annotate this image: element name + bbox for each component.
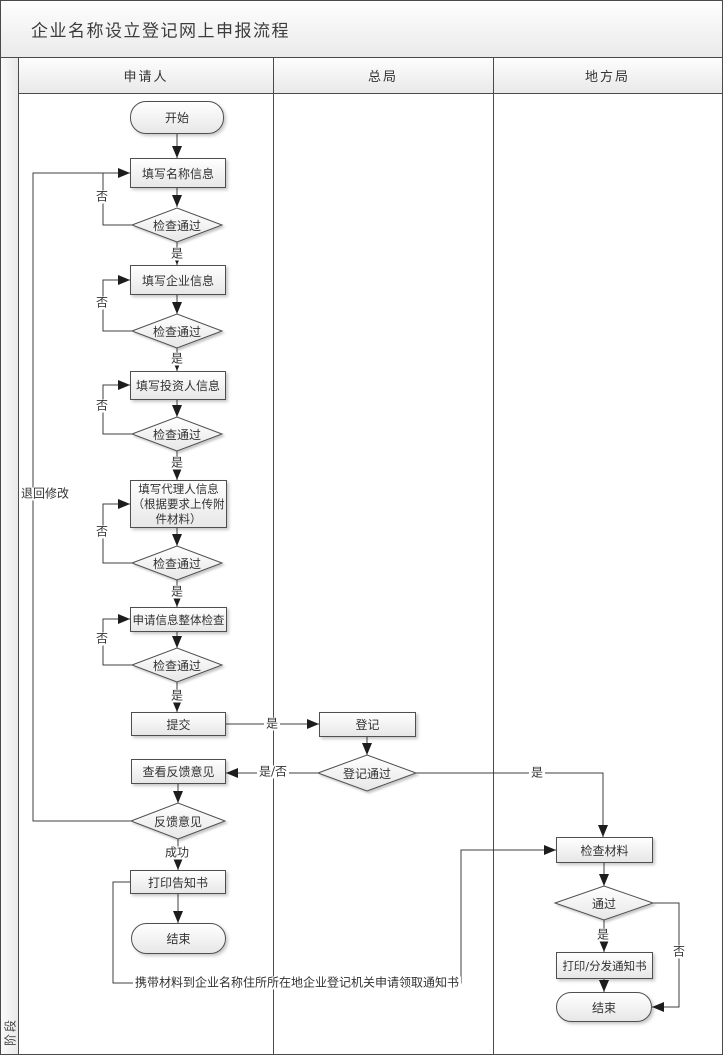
edge-no-loop-1 — [102, 173, 132, 226]
edge-label-no-4: 否 — [93, 524, 111, 539]
decision-check-agent-label: 检查通过 — [152, 556, 201, 571]
node-register: 登记 — [319, 712, 416, 737]
node-fill-name: 填写名称信息 — [130, 158, 226, 188]
decision-check-overall-label: 检查通过 — [152, 658, 201, 673]
edge-label-return-modify: 退回修改 — [18, 486, 72, 501]
edge-label-yes-1: 是 — [168, 246, 186, 261]
node-submit-label: 提交 — [166, 717, 191, 732]
node-fill-agent-line1: 填写代理人信息 — [138, 481, 219, 496]
node-overall-check: 申请信息整体检查 — [130, 607, 227, 632]
node-fill-investor: 填写投资人信息 — [130, 371, 226, 400]
node-print-distribute: 打印/分发通知书 — [556, 952, 653, 979]
node-submit: 提交 — [131, 712, 226, 736]
node-print-notice: 打印告知书 — [130, 870, 226, 894]
edge-label-success: 成功 — [162, 845, 192, 860]
decision-pass-label: 通过 — [591, 896, 616, 911]
edge-label-carry-materials: 携带材料到企业名称住所所在地企业登记机关申请领取通知书 — [132, 975, 462, 990]
lane-divider-applicant-central — [273, 58, 274, 1054]
lane-header-local-bureau-label: 地方局 — [584, 70, 630, 85]
node-overall-check-label: 申请信息整体检查 — [132, 612, 225, 627]
node-fill-investor-label: 填写投资人信息 — [135, 379, 220, 393]
node-end-local: 结束 — [556, 992, 652, 1022]
node-end-applicant: 结束 — [131, 923, 226, 954]
decision-check-overall — [130, 647, 224, 683]
node-end-local-label: 结束 — [591, 1000, 616, 1015]
decision-check-company-label: 检查通过 — [152, 324, 201, 339]
node-fill-name-label: 填写名称信息 — [141, 166, 214, 181]
lane-header-applicant: 申请人 — [19, 58, 273, 94]
decision-check-investor — [130, 416, 224, 452]
node-fill-agent-line3: 件材料） — [155, 511, 202, 526]
node-check-materials: 检查材料 — [556, 837, 653, 863]
stage-sidebar — [1, 58, 19, 1054]
edge-label-yes-5: 是 — [168, 688, 186, 703]
edge-label-yes-2: 是 — [168, 351, 186, 366]
node-print-distribute-label: 打印/分发通知书 — [562, 958, 647, 973]
lane-header-central-bureau-label: 总局 — [367, 70, 398, 85]
node-view-feedback-label: 查看反馈意见 — [142, 765, 215, 779]
node-start: 开始 — [130, 101, 224, 134]
decision-feedback-label: 反馈意见 — [153, 814, 202, 829]
decision-check-name-label: 检查通过 — [152, 218, 201, 233]
decision-register-pass-label: 登记通过 — [342, 766, 391, 781]
node-fill-company: 填写企业信息 — [130, 265, 226, 295]
lane-header-local-bureau: 地方局 — [493, 58, 722, 94]
edge-label-no-3: 否 — [93, 398, 111, 413]
decision-feedback — [129, 802, 227, 840]
decision-register-pass — [316, 754, 418, 792]
node-start-label: 开始 — [164, 111, 189, 125]
edge-registerpass-checkmaterials — [416, 772, 608, 837]
edge-label-no-2: 否 — [93, 295, 111, 310]
lane-divider-central-local — [493, 58, 494, 1054]
decision-check-company — [130, 313, 224, 349]
edge-label-yes-8: 是 — [594, 927, 612, 942]
node-print-notice-label: 打印告知书 — [147, 875, 208, 890]
page-title: 企业名称设立登记网上申报流程 — [31, 21, 290, 42]
node-fill-agent-line2: （根据要求上传附 — [132, 496, 225, 511]
decision-pass — [553, 885, 655, 921]
lane-header-central-bureau: 总局 — [273, 58, 493, 94]
edge-label-yes-4: 是 — [168, 584, 186, 599]
node-check-materials-label: 检查材料 — [580, 843, 629, 858]
edge-label-no-6: 否 — [670, 944, 688, 959]
edge-label-yes-3: 是 — [168, 455, 186, 470]
edge-label-no-5: 否 — [93, 631, 111, 646]
edge-label-no-1: 否 — [93, 189, 111, 204]
decision-check-name — [130, 207, 224, 243]
node-register-label: 登记 — [355, 718, 380, 732]
decision-check-investor-label: 检查通过 — [152, 427, 201, 442]
edge-label-yes-6: 是 — [263, 716, 281, 731]
title-bar: 企业名称设立登记网上申报流程 — [1, 1, 722, 58]
decision-check-agent — [130, 545, 224, 581]
node-view-feedback: 查看反馈意见 — [131, 759, 226, 784]
edge-label-yes-no: 是/否 — [256, 764, 290, 779]
node-end-applicant-label: 结束 — [166, 932, 191, 946]
node-fill-company-label: 填写企业信息 — [141, 273, 214, 288]
edge-label-yes-7: 是 — [528, 765, 546, 780]
lane-header-applicant-label: 申请人 — [123, 70, 169, 85]
node-fill-agent: 填写代理人信息 （根据要求上传附 件材料） — [130, 480, 227, 528]
